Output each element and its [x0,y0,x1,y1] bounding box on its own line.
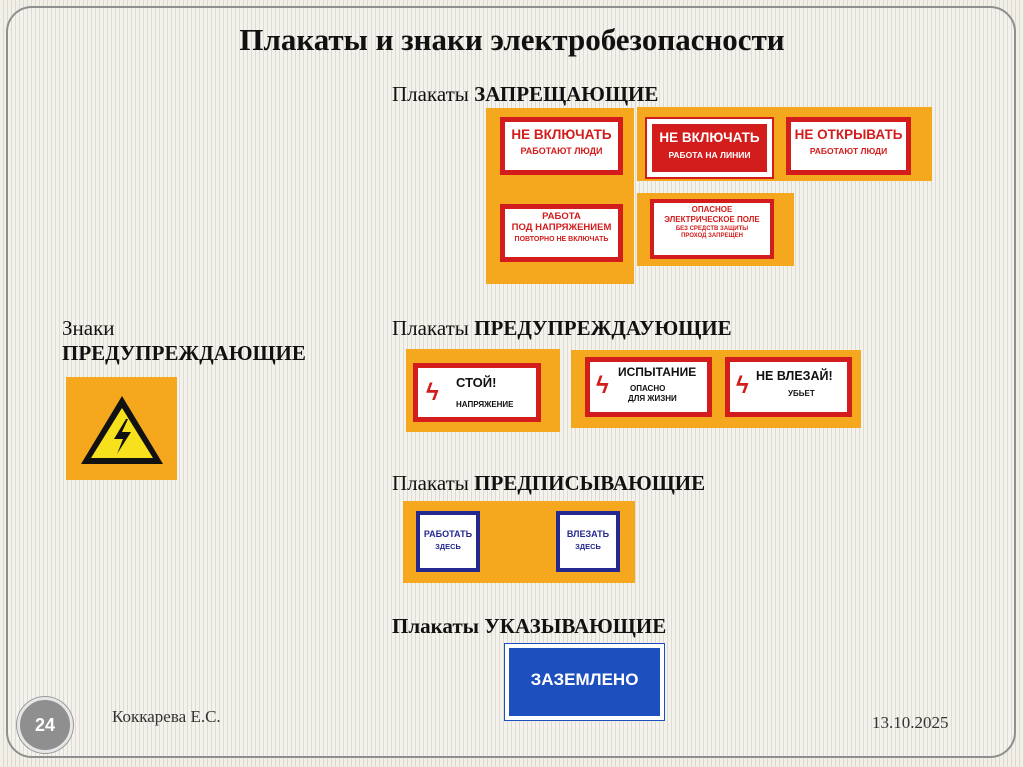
label-prescribing: Плакаты ПРЕДПИСЫВАЮЩИЕ [392,471,706,495]
ispytanie-lightning-icon: ϟ [596,372,609,399]
label-warning-posters: Плакаты ПРЕДУПРЕЖДАУЮЩИЕ [392,316,732,340]
high-voltage-warning-triangle-icon [81,396,163,464]
ne-vlezay-lightning-icon: ϟ [736,372,749,399]
sign-zazemleno: ЗАЗЕМЛЕНО [504,643,665,721]
sign-ispytanie: ϟ ИСПЫТАНИЕ ОПАСНО ДЛЯ ЖИЗНИ [585,357,712,417]
author: Коккарева Е.С. [112,707,221,726]
sign-rabotat-zdes: РАБОТАТЬ ЗДЕСЬ [416,511,480,572]
label-prohibiting: Плакаты ЗАПРЕЩАЮЩИЕ [392,82,659,106]
slide-number-badge: 24 [17,697,73,753]
label-indicating: Плакаты УКАЗЫВАЮЩИЕ [392,614,667,638]
sign-ne-vklyuchat-2: НЕ ВКЛЮЧАТЬ РАБОТА НА ЛИНИИ [645,117,774,179]
sign-stoy: ϟ СТОЙ! НАПРЯЖЕНИЕ [413,363,541,422]
sign-ne-otkryvat: НЕ ОТКРЫВАТЬ РАБОТАЮТ ЛЮДИ [786,117,911,175]
stoy-lightning-icon: ϟ [426,379,439,406]
slide-title: Плакаты и знаки электробезопасности [239,22,785,57]
sign-ne-vklyuchat-1: НЕ ВКЛЮЧАТЬ РАБОТАЮТ ЛЮДИ [500,117,623,175]
sign-opasnoe-pole: ОПАСНОЕ ЭЛЕКТРИЧЕСКОЕ ПОЛЕ БЕЗ СРЕДСТВ З… [650,199,774,259]
sign-ne-vlezay: ϟ НЕ ВЛЕЗАЙ! УБЬЕТ [725,357,852,417]
sign-vlezat-zdes: ВЛЕЗАТЬ ЗДЕСЬ [556,511,620,572]
sign-rabota-pod-napryazheniem: РАБОТА ПОД НАПРЯЖЕНИЕМ ПОВТОРНО НЕ ВКЛЮЧ… [500,204,623,262]
slide-date: 13.10.2025 [872,713,949,732]
